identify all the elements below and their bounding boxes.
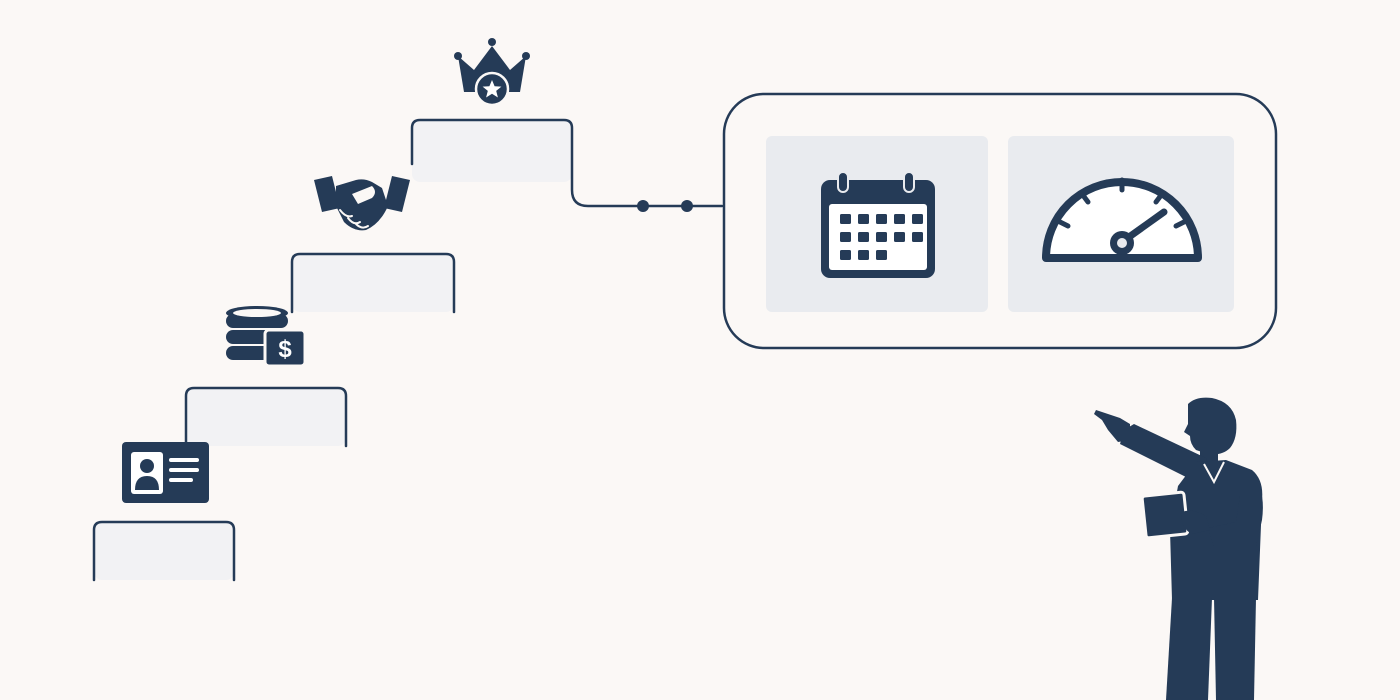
metrics-panel [722,92,1278,350]
staircase [92,118,724,582]
id-card-icon [122,442,209,503]
speedometer-icon [1042,177,1202,262]
coins-dollar-icon: $ [226,306,307,368]
speedometer-tile [1008,136,1234,312]
step-2 [184,386,348,448]
step-3 [290,252,456,314]
calendar-tile [766,136,988,312]
step-1 [92,520,236,582]
svg-text:$: $ [278,336,292,363]
handshake-icon [314,176,410,231]
crown-star-icon [454,38,530,107]
calendar-icon [821,171,935,278]
connector [637,200,693,212]
presenter-pointing-icon [1094,397,1263,700]
connector-dot [637,200,649,212]
step-4 [410,118,724,208]
connector-dot [681,200,693,212]
